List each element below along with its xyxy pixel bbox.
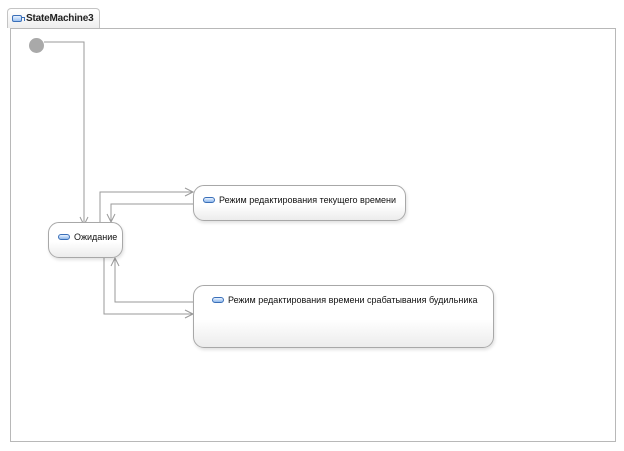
state-icon	[58, 234, 70, 240]
state-alarm-edit[interactable]: Режим редактирования времени срабатывани…	[193, 285, 494, 348]
state-label: Ожидание	[74, 232, 118, 242]
diagram-name-label: StateMachine3	[26, 13, 94, 24]
state-header: Режим редактирования времени срабатывани…	[212, 295, 493, 305]
state-waiting[interactable]: Ожидание	[48, 222, 123, 258]
state-header: Ожидание	[58, 232, 122, 242]
state-header: Режим редактирования текущего времени	[203, 195, 405, 205]
state-machine-icon	[12, 15, 25, 22]
state-label: Режим редактирования текущего времени	[219, 195, 397, 205]
initial-pseudostate[interactable]	[29, 38, 44, 53]
state-icon	[212, 297, 224, 303]
state-time-edit[interactable]: Режим редактирования текущего времени	[193, 185, 406, 221]
state-label: Режим редактирования времени срабатывани…	[228, 295, 478, 305]
diagram-name-tab[interactable]: StateMachine3	[7, 8, 101, 28]
state-icon	[203, 197, 215, 203]
